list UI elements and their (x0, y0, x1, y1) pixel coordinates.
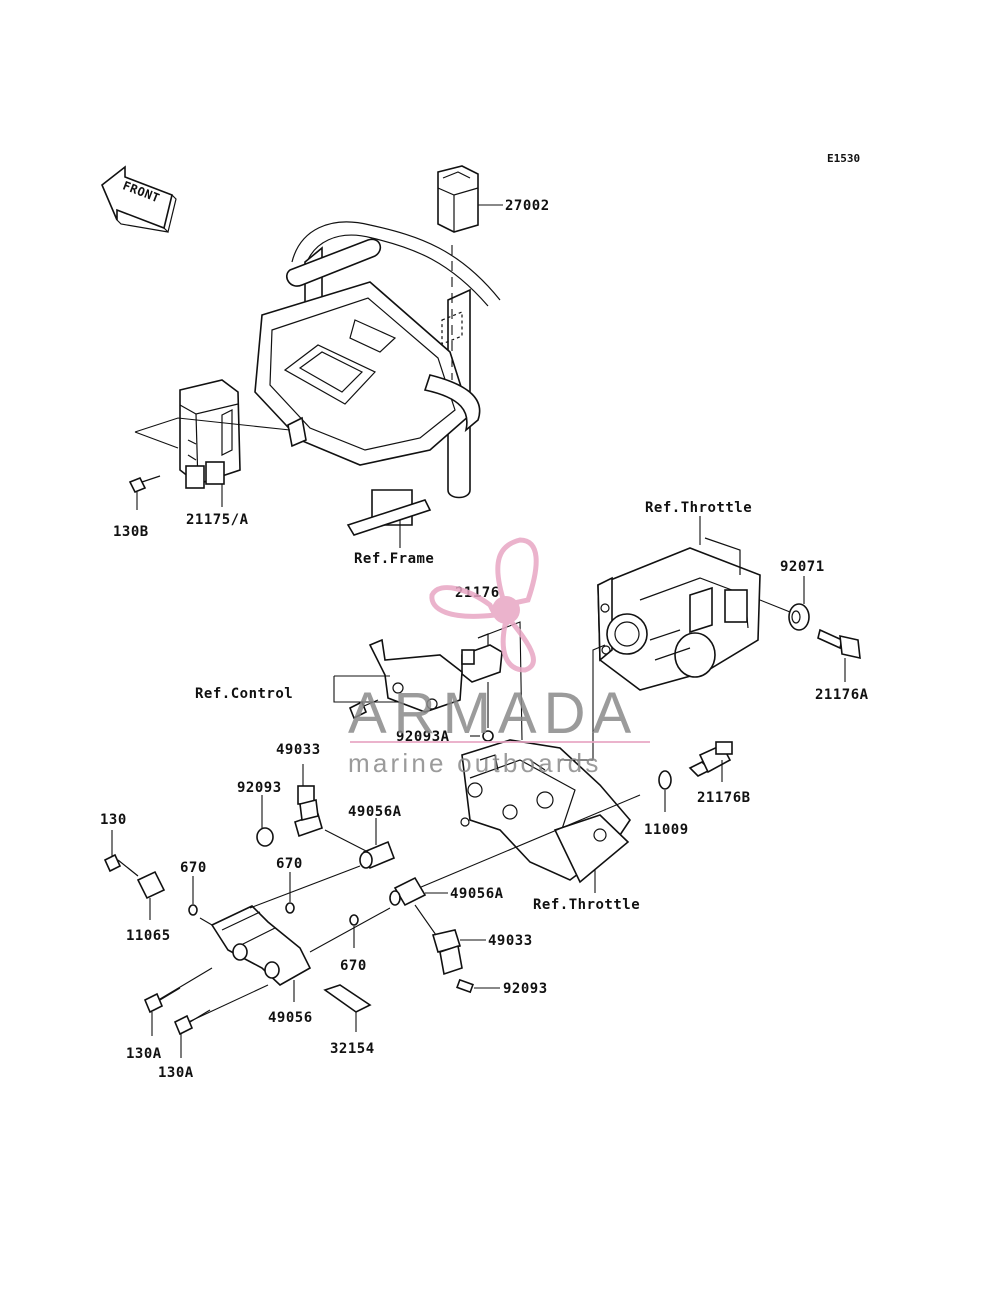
label-ref-control: Ref.Control (195, 686, 293, 702)
label-11009: 11009 (644, 822, 689, 838)
label-49033-lower: 49033 (488, 933, 533, 949)
pipe-32154 (323, 984, 372, 1013)
injector-holder-49056a-upper (359, 840, 396, 870)
washer-670-right (349, 914, 359, 926)
washer-670-mid (285, 902, 295, 914)
screw-icon (348, 699, 379, 720)
seal-92093-upper (256, 827, 274, 847)
fuel-rail-49056 (210, 905, 312, 986)
label-11065: 11065 (126, 928, 171, 944)
label-130a-left: 130A (126, 1046, 162, 1062)
label-670-left: 670 (180, 860, 207, 876)
ecu-21175a (179, 379, 241, 489)
label-49056a-lower: 49056A (450, 886, 504, 902)
o-ring-11009 (658, 770, 672, 790)
bolt-130 (103, 853, 139, 877)
grommet-92071 (788, 603, 810, 631)
label-ref-throttle-bottom: Ref.Throttle (533, 897, 640, 913)
label-130: 130 (100, 812, 127, 828)
label-49056: 49056 (268, 1010, 313, 1026)
label-130b: 130B (113, 524, 149, 540)
label-670-mid: 670 (276, 856, 303, 872)
throttle-body-lower (460, 739, 632, 884)
seal-92093-lower (456, 978, 474, 994)
label-ref-throttle-top: Ref.Throttle (645, 500, 752, 516)
label-92093-lower: 92093 (503, 981, 548, 997)
frame-assembly (254, 221, 501, 536)
label-21176b: 21176B (697, 790, 751, 806)
label-92071: 92071 (780, 559, 825, 575)
injector-holder-49056a-lower (389, 876, 427, 907)
label-27002: 27002 (505, 198, 550, 214)
watermark-brand: ARMADA (348, 681, 638, 746)
control-bracket (368, 638, 463, 713)
sensor-21176a (817, 628, 861, 660)
watermark: ARMADA marine outboards (348, 537, 650, 778)
label-ref-frame: Ref.Frame (354, 551, 434, 567)
sensor-21176b (688, 741, 733, 777)
label-21175a: 21175/A (186, 512, 249, 528)
bolt-130a-left (143, 987, 181, 1014)
label-670-right: 670 (340, 958, 367, 974)
bolt-130a-right (173, 1009, 211, 1036)
throttle-body-upper (597, 537, 761, 691)
label-21176a: 21176A (815, 687, 869, 703)
relay-27002 (437, 165, 479, 233)
propeller-logo-icon (429, 537, 539, 673)
label-49056a-upper: 49056A (348, 804, 402, 820)
front-arrow-icon: FRONT (101, 165, 177, 234)
bolt-130b (128, 475, 161, 494)
sensor-21176 (461, 633, 503, 683)
label-130a-right: 130A (158, 1065, 194, 1081)
label-92093-upper: 92093 (237, 780, 282, 796)
diagram-code: E1530 (827, 152, 860, 165)
insulator-11065 (136, 870, 166, 900)
injector-49033-lower (431, 929, 463, 976)
label-32154: 32154 (330, 1041, 375, 1057)
washer-670-left (188, 904, 198, 916)
label-49033-upper: 49033 (276, 742, 321, 758)
injector-49033-upper (294, 785, 323, 838)
watermark-tagline: marine outboards (348, 748, 602, 778)
